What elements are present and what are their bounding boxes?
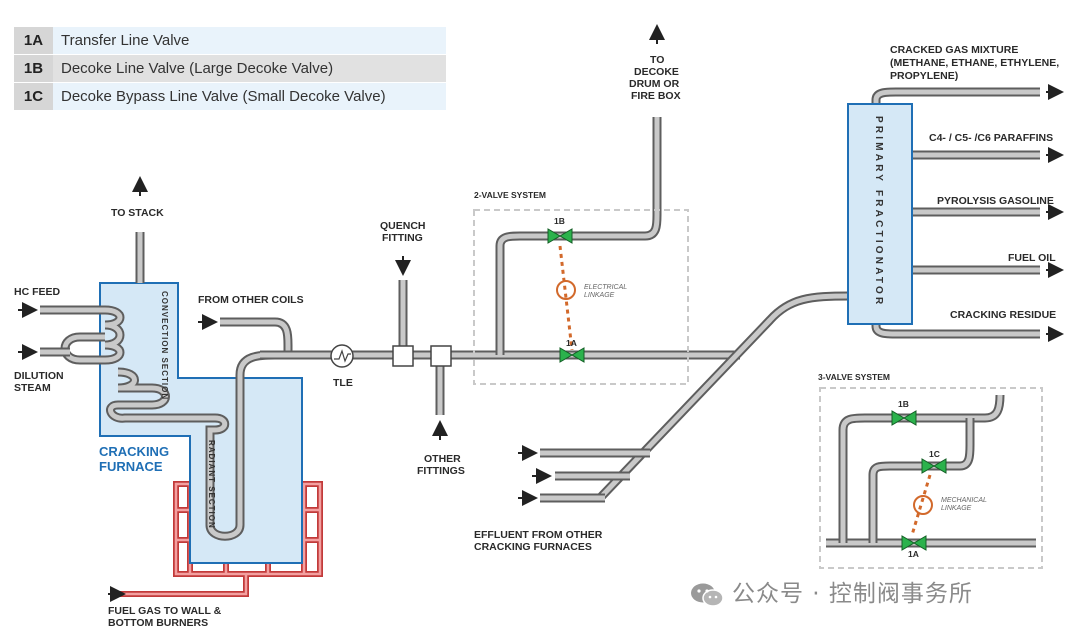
label-radiant-section: RADIANT SECTION — [207, 440, 216, 529]
label-mechanical-linkage: LINKAGE — [941, 505, 972, 512]
label-to: TO — [650, 54, 664, 66]
label-paraffins: C4- / C5- /C6 PARAFFINS — [929, 132, 1053, 144]
label-effluent: EFFLUENT FROM OTHER — [474, 529, 603, 541]
valve-1b-two-valve — [547, 228, 573, 244]
legend-text: Transfer Line Valve — [53, 27, 446, 54]
label-decoke: DECOKE — [634, 66, 679, 78]
legend-row: 1C Decoke Bypass Line Valve (Small Decok… — [14, 83, 446, 110]
label-fire-box: FIRE BOX — [631, 90, 681, 102]
label-pyrolysis-gasoline: PYROLYSIS GASOLINE — [937, 195, 1054, 207]
label-electrical-linkage: LINKAGE — [584, 292, 615, 299]
valve-1c-three-valve — [921, 458, 947, 474]
label-steam: STEAM — [14, 382, 51, 394]
label-to-stack: TO STACK — [111, 207, 164, 219]
label-tle: TLE — [333, 377, 353, 389]
tle-symbol — [330, 344, 354, 368]
label-dilution: DILUTION — [14, 370, 64, 382]
label-drum-or: DRUM OR — [629, 78, 680, 90]
label-cracking: CRACKING — [99, 444, 169, 459]
quench-fitting-box — [392, 345, 414, 367]
other-fitting-box — [430, 345, 452, 367]
watermark: 公众号 · 控制阀事务所 — [690, 574, 973, 608]
label-valve-1b-two: 1B — [554, 216, 565, 226]
label-from-other-coils: FROM OTHER COILS — [198, 294, 304, 306]
electrical-linkage — [558, 245, 574, 351]
label-furnace: FURNACE — [99, 459, 163, 474]
valve-1b-three-valve — [891, 410, 917, 426]
valve-legend: 1A Transfer Line Valve 1B Decoke Line Va… — [14, 27, 446, 111]
label-hc-feed: HC FEED — [14, 286, 61, 298]
label-fuel-gas: FUEL GAS TO WALL & — [108, 605, 222, 617]
label-other: OTHER — [424, 453, 461, 465]
flow-arrows — [18, 24, 1064, 602]
primary-fractionator — [847, 103, 913, 325]
label-valve-1a-two: 1A — [566, 338, 577, 348]
legend-code: 1C — [14, 83, 53, 110]
valve-1a-three-valve — [901, 535, 927, 551]
label-two-valve-system: 2-VALVE SYSTEM — [474, 190, 546, 200]
legend-text: Decoke Line Valve (Large Decoke Valve) — [53, 55, 446, 82]
mechanical-linkage — [910, 474, 932, 536]
label-cracked-gas: CRACKED GAS MIXTURE — [890, 44, 1018, 56]
label-three-valve-system: 3-VALVE SYSTEM — [818, 372, 890, 382]
watermark-text: 公众号 · 控制阀事务所 — [732, 581, 973, 607]
label-convection-section: CONVECTION SECTION — [160, 291, 169, 400]
legend-code: 1A — [14, 27, 53, 54]
wechat-icon — [691, 583, 724, 607]
two-valve-system-box — [473, 209, 689, 385]
label-electrical: ELECTRICAL — [584, 284, 627, 291]
legend-row: 1B Decoke Line Valve (Large Decoke Valve… — [14, 55, 446, 82]
label-mechanical: MECHANICAL — [941, 497, 987, 504]
label-cracking-furnaces: CRACKING FURNACES — [474, 541, 592, 553]
label-fittings: FITTINGS — [417, 465, 465, 477]
label-cracked-gas-components: (METHANE, ETHANE, ETHYLENE, — [890, 57, 1059, 69]
label-valve-1c-three: 1C — [929, 449, 940, 459]
valve-1a-two-valve — [559, 347, 585, 363]
legend-row: 1A Transfer Line Valve — [14, 27, 446, 54]
label-fuel-oil: FUEL OIL — [1008, 252, 1056, 264]
label-cracking-residue: CRACKING RESIDUE — [950, 309, 1056, 321]
diagram-labels: TO STACK HC FEED DILUTION STEAM FROM OTH… — [14, 44, 1059, 629]
label-valve-1a-three: 1A — [908, 549, 919, 559]
label-propylene: PROPYLENE) — [890, 70, 958, 82]
mechanical-linkage-actuator — [913, 495, 933, 515]
cracking-furnace — [99, 282, 303, 564]
label-valve-1b-three: 1B — [898, 399, 909, 409]
fittings — [330, 344, 452, 368]
label-burners: BOTTOM BURNERS — [108, 617, 208, 629]
label-fitting: FITTING — [382, 232, 423, 244]
label-quench: QUENCH — [380, 220, 426, 232]
three-valve-system-box — [819, 387, 1043, 569]
legend-code: 1B — [14, 55, 53, 82]
label-primary-fractionator: PRIMARY FRACTIONATOR — [873, 116, 884, 307]
legend-text: Decoke Bypass Line Valve (Small Decoke V… — [53, 83, 446, 110]
electrical-linkage-actuator — [556, 280, 576, 300]
